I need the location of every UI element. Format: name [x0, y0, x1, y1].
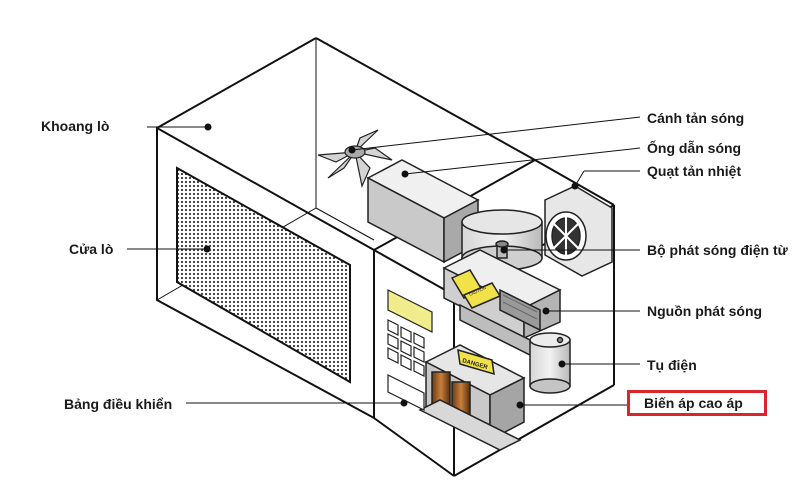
- label-oven-cavity: Khoang lò: [41, 118, 110, 134]
- stirrer-fan-drawing: [317, 129, 393, 188]
- label-stirrer-fan: Cánh tản sóng: [647, 110, 745, 126]
- leader-lines: [127, 116, 641, 409]
- label-power-source: Nguồn phát sóng: [647, 303, 763, 319]
- highlight-box: [627, 390, 767, 416]
- power-source-drawing: CAUTION: [442, 249, 562, 362]
- warning-sticker-text: CAUTION: [468, 285, 487, 297]
- label-control-panel: Bảng điều khiển: [64, 396, 173, 412]
- label-oven-door: Cửa lò: [69, 241, 114, 257]
- label-hv-transformer: Biến áp cao áp: [644, 395, 743, 411]
- door-window: [176, 166, 351, 384]
- label-magnetron: Bộ phát sóng điện từ: [647, 242, 788, 258]
- label-waveguide: Ống dẫn sóng: [647, 140, 742, 156]
- label-cooling-fan: Quạt tản nhiệt: [647, 163, 742, 179]
- transformer-drawing: DANGER: [418, 344, 526, 451]
- cooling-fan-drawing: [544, 185, 613, 277]
- label-capacitor: Tụ điện: [647, 357, 697, 373]
- control-panel-drawing: [387, 289, 433, 411]
